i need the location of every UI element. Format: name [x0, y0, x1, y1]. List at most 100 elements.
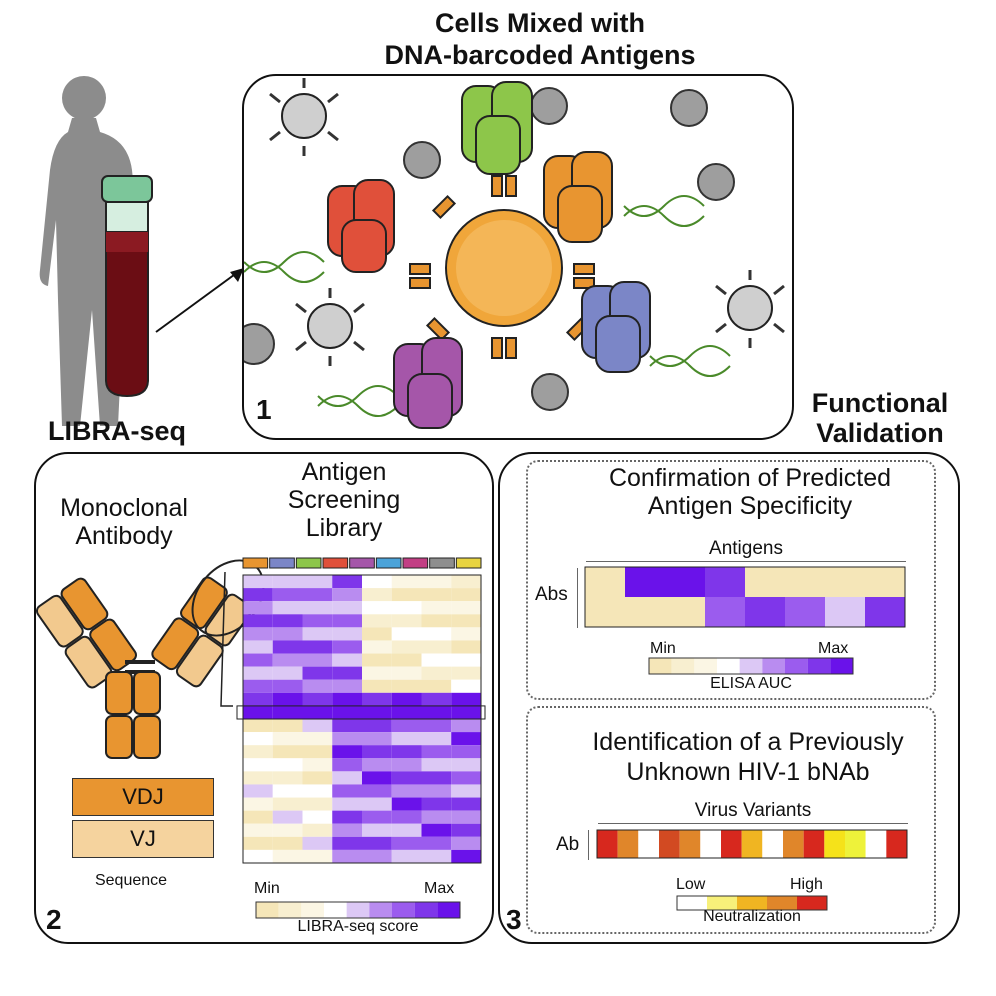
ab-label: Ab [556, 834, 580, 855]
heatmap-cell [332, 719, 362, 733]
libra-colorbar-cell [256, 902, 279, 918]
heatmap-cell [451, 705, 481, 719]
heatmap-cell [362, 679, 392, 693]
heatmap-cell [451, 653, 481, 667]
heatmap-cell [243, 823, 273, 837]
heatmap-cell [391, 705, 422, 719]
libra-seq-colorbar [255, 901, 461, 919]
virus-cell [865, 830, 887, 858]
heatmap-cell [391, 679, 422, 693]
heatmap-cell [391, 823, 422, 837]
elisa-cell [705, 567, 745, 597]
heatmap-cell [362, 666, 392, 680]
elisa-cell [785, 567, 825, 597]
virus-cell [721, 830, 742, 858]
elisa-border [584, 566, 906, 628]
elisa-cell [745, 567, 785, 597]
heatmap-cell [421, 810, 452, 824]
heatmap-cell [362, 758, 392, 772]
heatmap-cell [362, 627, 392, 641]
virus-cell [617, 830, 639, 858]
heatmap-cell [391, 640, 422, 654]
heatmap-cell [451, 758, 481, 772]
identification-title-line1: Identification of a Previously [592, 728, 904, 756]
heatmap-cell [362, 588, 392, 602]
functional-validation-line2: Validation [816, 418, 944, 448]
virus-cell [679, 830, 701, 858]
virus-cell [741, 830, 763, 858]
heatmap-cell [243, 732, 273, 746]
heatmap-cell [362, 771, 392, 785]
heatmap-cell [332, 849, 362, 863]
antigen-blue-icon [581, 281, 651, 373]
heatmap-cell [391, 797, 422, 811]
elisa-cell [665, 567, 705, 597]
antigen-color-swatch [402, 557, 429, 569]
heatmap-cell [302, 797, 333, 811]
heatmap-cell [451, 575, 481, 589]
elisa-colorbar-cell [807, 658, 831, 674]
heatmap-cell [451, 640, 481, 654]
heatmap-cell [302, 575, 333, 589]
heatmap-cell [362, 797, 392, 811]
heatmap-cell [391, 601, 422, 615]
heatmap-cell [272, 627, 303, 641]
heatmap-cell [243, 836, 273, 850]
heatmap-cell [451, 627, 481, 641]
heatmap-cell [391, 692, 422, 706]
neut-colorbar-cell [707, 896, 737, 910]
dna-barcode-icon [244, 195, 731, 417]
heatmap-cell [332, 810, 362, 824]
heatmap-cell [272, 601, 303, 615]
heatmap-cell [332, 601, 362, 615]
heatmap-cell [272, 810, 303, 824]
heatmap-cell [302, 784, 333, 798]
heatmap-cell [243, 810, 273, 824]
heatmap-cell [451, 745, 481, 759]
heatmap-cell [421, 771, 452, 785]
elisa-colorbar-cell [671, 658, 695, 674]
antigens-label: Antigens [709, 538, 783, 559]
heatmap-cell [332, 758, 362, 772]
heatmap-cell [391, 719, 422, 733]
heatmap-cell [243, 771, 273, 785]
elisa-colorbar-cell [649, 658, 672, 674]
heatmap-cell [243, 588, 273, 602]
heatmap-cell [421, 575, 452, 589]
heatmap-cell [302, 692, 333, 706]
heatmap-cell [421, 601, 452, 615]
libra-colorbar-cell [324, 902, 347, 918]
antigen-color-swatch [455, 557, 482, 569]
heatmap-cell [272, 758, 303, 772]
libra-colorbar-cell [278, 902, 302, 918]
heatmap-cell [272, 679, 303, 693]
virus-variants-label: Virus Variants [694, 800, 812, 821]
heatmap-cell [272, 705, 303, 719]
neut-scale-high: High [790, 876, 823, 893]
heatmap-cell [302, 758, 333, 772]
elisa-cell [585, 567, 625, 597]
vj-box: VJ [72, 820, 214, 858]
antigen-color-swatch [242, 557, 269, 569]
highlighted-row [236, 705, 486, 720]
libra-scale-max: Max [424, 880, 455, 897]
heatmap-cell [272, 588, 303, 602]
elisa-cell [745, 597, 785, 627]
heatmap-cell [272, 849, 303, 863]
heatmap-cell [243, 784, 273, 798]
elisa-cell [625, 567, 665, 597]
heatmap-cell [243, 640, 273, 654]
heatmap-cell [302, 823, 333, 837]
heatmap-cell [451, 823, 481, 837]
heatmap-cell [243, 614, 273, 628]
heatmap-cell [272, 719, 303, 733]
elisa-colorbar-cell [694, 658, 717, 674]
heatmap-cell [421, 692, 452, 706]
heatmap-cell [421, 666, 452, 680]
heatmap-cell [362, 823, 392, 837]
heatmap-cell [421, 758, 452, 772]
virus-cell [659, 830, 680, 858]
heatmap-cell [332, 823, 362, 837]
heatmap-cell [332, 784, 362, 798]
heatmap-cell [332, 653, 362, 667]
